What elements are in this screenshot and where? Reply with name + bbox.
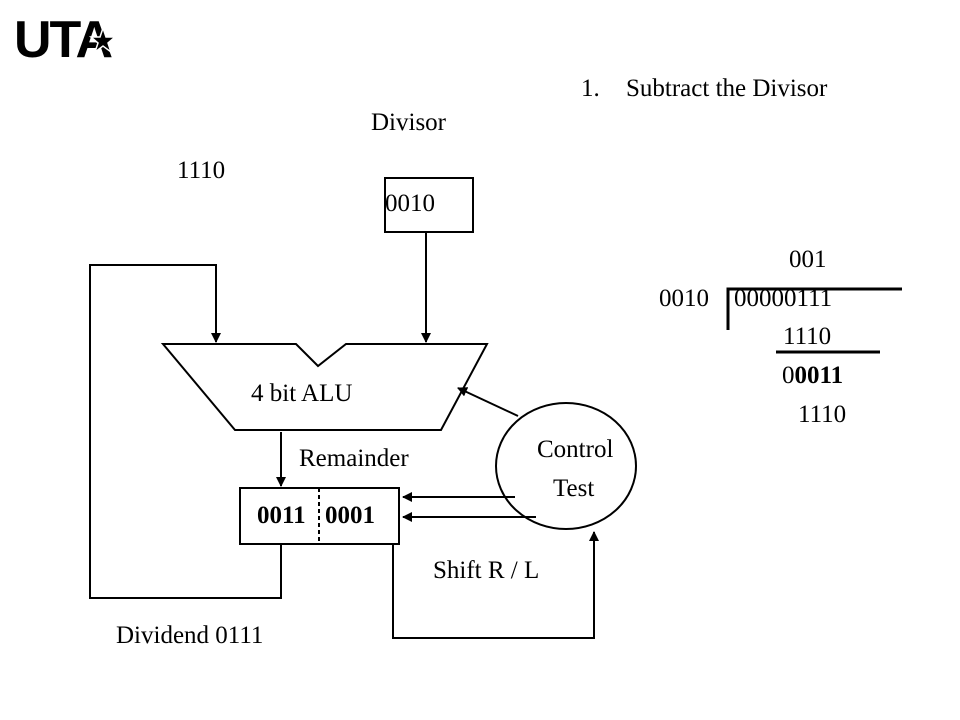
step-number: 1. bbox=[581, 75, 600, 102]
remainder-value: 1110 bbox=[177, 157, 226, 184]
step-text: Subtract the Divisor bbox=[626, 75, 828, 102]
control-label: Control bbox=[537, 436, 614, 463]
long-division-bracket bbox=[726, 287, 902, 330]
division-divisor: 0010 bbox=[659, 285, 709, 312]
alu-shape bbox=[160, 343, 489, 431]
dividend-feedback-line bbox=[89, 264, 282, 599]
first-subtrahend: 1110 bbox=[783, 323, 832, 350]
remainder-label: Remainder bbox=[299, 445, 409, 472]
star-icon bbox=[88, 25, 118, 55]
divisor-value: 0010 bbox=[385, 190, 435, 217]
second-subtrahend: 1110 bbox=[798, 401, 847, 428]
partial-remainder: 00011 bbox=[782, 363, 843, 388]
register-to-control-line bbox=[392, 531, 599, 639]
register-right-value: 0001 bbox=[325, 502, 375, 529]
partial-remainder-prefix: 0 bbox=[782, 362, 795, 389]
control-test-ellipse bbox=[495, 402, 637, 530]
control-to-alu-arrow bbox=[457, 387, 519, 417]
register-left-value: 0011 bbox=[257, 502, 306, 529]
partial-remainder-bold: 0011 bbox=[794, 362, 844, 389]
shift-label: Shift R / L bbox=[433, 557, 540, 584]
division-dividend: 00000111 bbox=[734, 285, 833, 312]
test-label: Test bbox=[553, 475, 595, 502]
alu-label: 4 bit ALU bbox=[251, 380, 353, 407]
divisor-label: Divisor bbox=[371, 109, 446, 136]
dividend-label: Dividend 0111 bbox=[116, 622, 264, 649]
divisor-box bbox=[384, 177, 474, 233]
quotient: 001 bbox=[789, 246, 827, 273]
